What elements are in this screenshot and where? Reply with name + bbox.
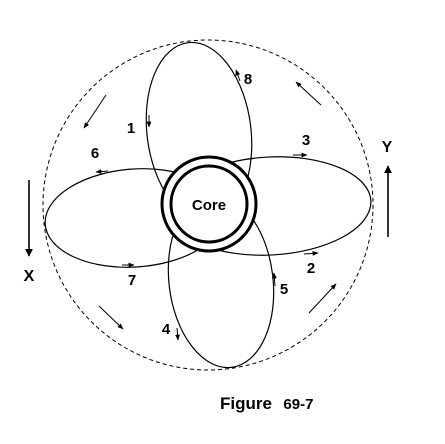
circulation-arrow-top-right [295, 81, 322, 106]
loop-label-6: 6 [91, 145, 99, 162]
loop-label-5: 5 [280, 281, 288, 298]
circulation-arrow-bottom-left [98, 305, 124, 330]
core-outer-ring [160, 155, 258, 253]
loop-label-8: 8 [244, 71, 252, 88]
outer-dashed-circle [42, 39, 374, 371]
circulation-arrow-top-left [83, 94, 107, 129]
y-axis-label: Y [382, 139, 393, 156]
caption-number: 69-7 [283, 396, 313, 413]
core-label: Core [192, 197, 226, 214]
loop-arrow-2 [303, 250, 319, 256]
caption-word: Figure [220, 394, 272, 413]
loop-label-3: 3 [302, 132, 310, 149]
loop-label-2: 2 [307, 260, 315, 277]
loop-arrow-4 [175, 327, 180, 341]
loop-arrow-6 [95, 169, 109, 174]
x-axis-label: X [24, 268, 35, 285]
loop-label-1: 1 [127, 120, 135, 137]
loop-label-7: 7 [128, 272, 136, 289]
loop-arrow-8 [235, 69, 241, 82]
loop-label-4: 4 [162, 321, 171, 338]
loop-arrow-5 [272, 272, 277, 287]
figure-caption: Figure 69-7 [220, 394, 313, 413]
circulation-arrow-bottom-right [308, 283, 337, 314]
core-inner-ring [169, 164, 249, 244]
